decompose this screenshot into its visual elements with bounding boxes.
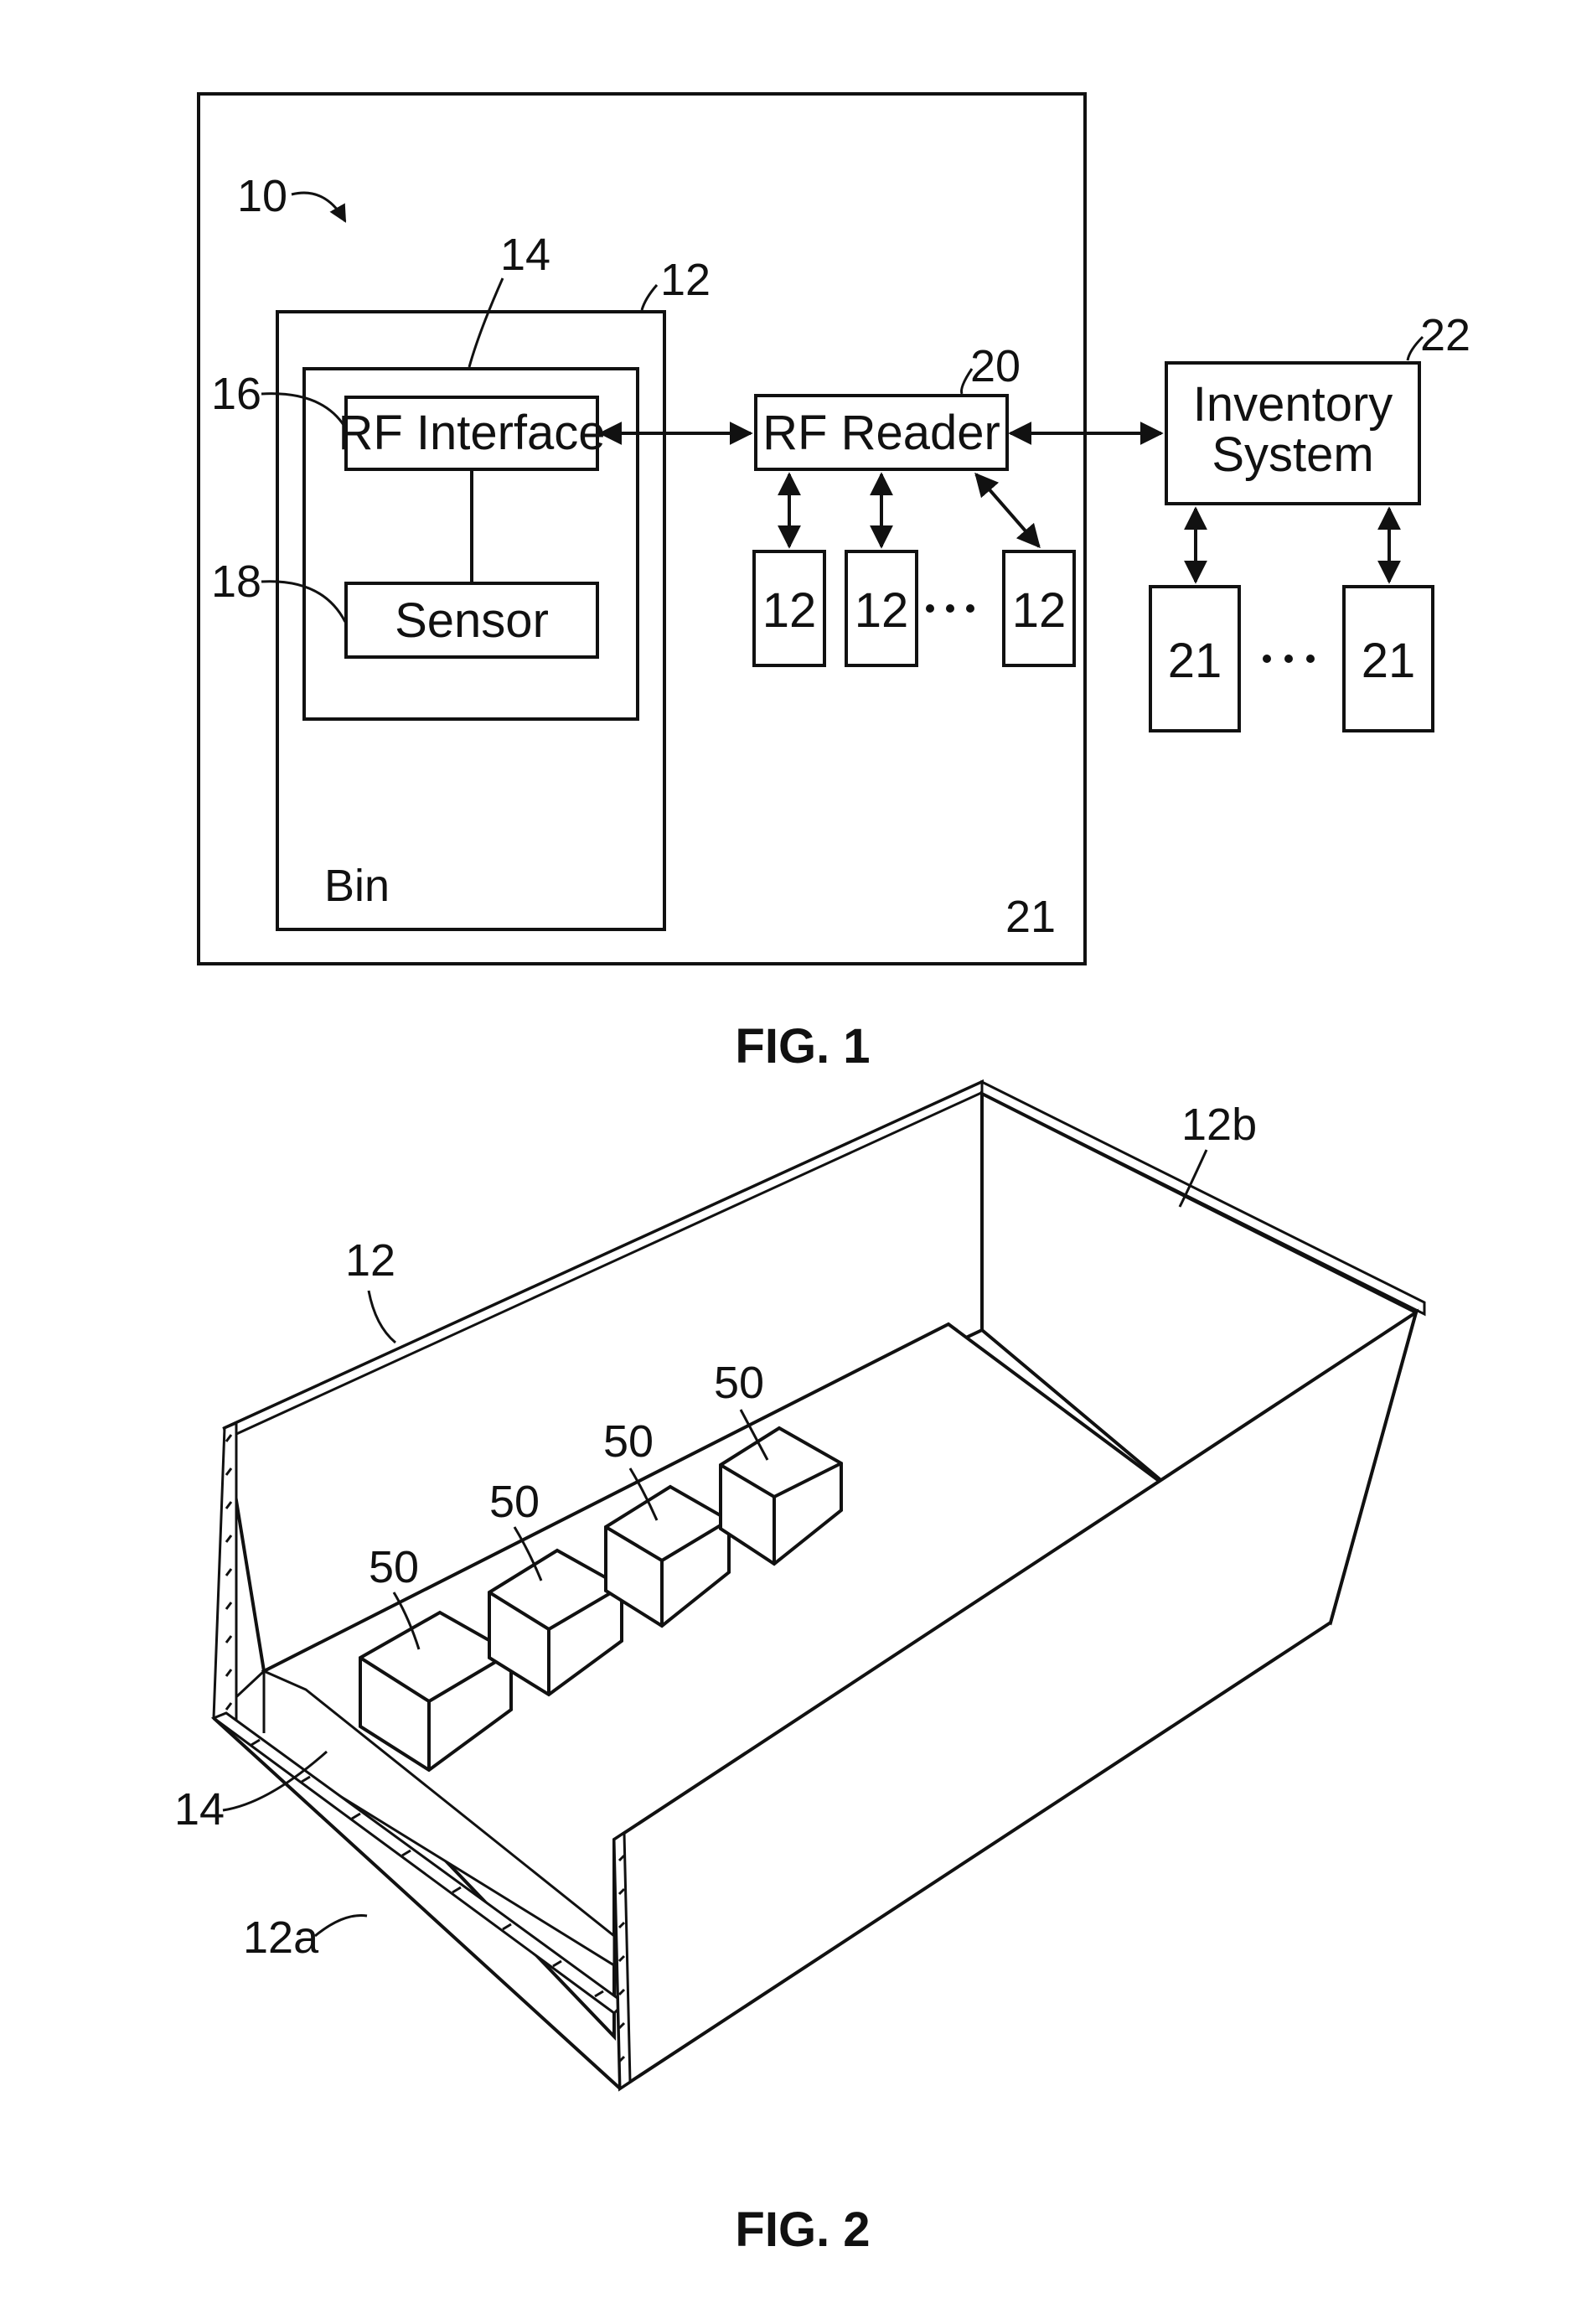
- fig2-caption: FIG. 2: [735, 2202, 870, 2257]
- ref-system-10: 10: [237, 171, 287, 221]
- fig1: 21 10 12 Bin 14 RF Interface 16 Sensor 1…: [199, 94, 1470, 1074]
- ref-14-leader: [469, 278, 503, 367]
- location-box: [199, 94, 1085, 964]
- remote-bin-2-label: 12: [855, 583, 909, 638]
- location-2-label: 21: [1362, 634, 1416, 688]
- bin-label: Bin: [324, 861, 390, 911]
- ref-tag-14: 14: [174, 1784, 225, 1835]
- ref-sensor-18: 18: [211, 556, 261, 607]
- fig1-caption: FIG. 1: [735, 1019, 870, 1074]
- ref-item-50-1: 50: [369, 1542, 419, 1592]
- ref-bin-12: 12: [345, 1235, 395, 1286]
- left-wall-edge: [214, 1423, 236, 1726]
- ref-location-21: 21: [1005, 892, 1056, 942]
- rf-interface-label: RF Interface: [338, 406, 605, 460]
- ref-item-50-4: 50: [714, 1358, 764, 1408]
- ref-item-50-2: 50: [489, 1477, 540, 1527]
- ref-12a-leader: [315, 1916, 367, 1937]
- remote-bin-1-label: 12: [762, 583, 817, 638]
- sensor-label: Sensor: [395, 593, 549, 648]
- ref-rf-interface-16: 16: [211, 369, 261, 419]
- ref-inventory-22: 22: [1420, 310, 1470, 360]
- ref-tag-14: 14: [500, 230, 550, 280]
- ref-back-wall-12b: 12b: [1181, 1100, 1257, 1150]
- ref-front-wall-12a: 12a: [243, 1913, 319, 1963]
- inventory-label-line2: System: [1212, 427, 1373, 482]
- inventory-label-line1: Inventory: [1193, 377, 1393, 432]
- ref-12-leader: [369, 1291, 395, 1343]
- ref-item-50-3: 50: [603, 1416, 654, 1467]
- ref-12-leader: [642, 285, 657, 310]
- ref-10-arrow: [292, 193, 345, 221]
- rf-reader-label: RF Reader: [762, 406, 1000, 460]
- fig2: 12 12b 14 12a 50 50 50 50 FIG. 2: [174, 1082, 1424, 2257]
- remote-bin-3-label: 12: [1012, 583, 1067, 638]
- reader-bin-arrow-3: [976, 474, 1039, 546]
- location-ellipsis: [1263, 655, 1315, 663]
- ref-reader-20: 20: [970, 341, 1021, 391]
- remote-bin-ellipsis: [926, 604, 974, 613]
- ref-bin-12: 12: [660, 255, 711, 305]
- location-1-label: 21: [1168, 634, 1222, 688]
